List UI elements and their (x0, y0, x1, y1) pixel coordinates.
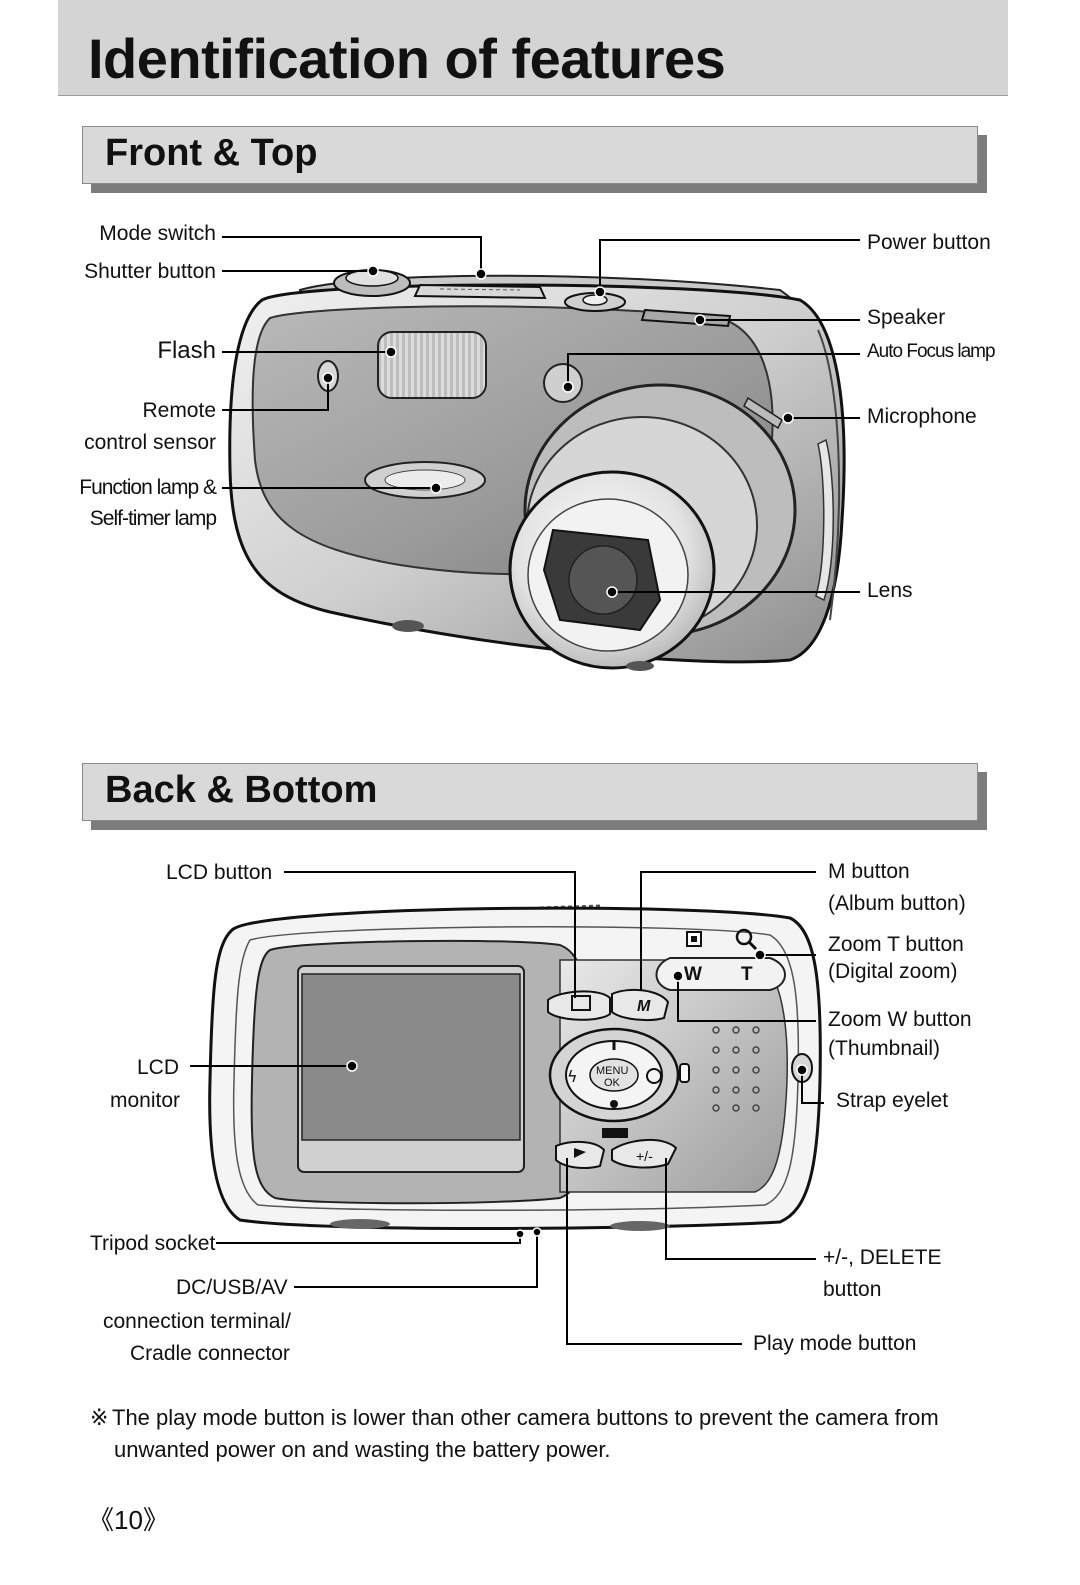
page-title: Identification of features (88, 27, 726, 90)
label-m-button-line1: M button (828, 860, 910, 883)
zoom-t-label: T (741, 964, 753, 985)
page-number: 《10》 (88, 1505, 169, 1535)
note-line1: The play mode button is lower than other… (112, 1405, 939, 1430)
label-zoom-w-line2: (Thumbnail) (828, 1037, 941, 1060)
label-mode-switch: Mode switch (99, 222, 216, 245)
label-dc-usb-av-line2: connection terminal/ (103, 1310, 291, 1333)
label-tripod-socket: Tripod socket (90, 1232, 216, 1255)
back-camera-drawing: W T M MENU OK ϟ +/- (208, 904, 822, 1231)
back-leader-dots (346, 949, 808, 1239)
label-remote-sensor-line2: control sensor (84, 431, 216, 454)
label-function-lamp-line2: Self-timer lamp (89, 507, 217, 530)
plus-minus-glyph: +/- (636, 1148, 653, 1164)
label-lens: Lens (867, 579, 913, 602)
speaker-grille (712, 1026, 760, 1112)
label-m-button-line2: (Album button) (828, 892, 966, 915)
footnote: ※The play mode button is lower than othe… (90, 1402, 940, 1466)
label-shutter-button: Shutter button (84, 260, 216, 283)
section-title-front-top: Front & Top (105, 132, 318, 174)
m-button-glyph: M (637, 998, 651, 1015)
front-leader-dots (322, 265, 794, 598)
zoom-w-label: W (684, 964, 702, 985)
section-header-back-bottom: Back & Bottom (82, 763, 978, 821)
note-line2: unwanted power on and wasting the batter… (114, 1437, 611, 1462)
label-delete-button-line1: +/-, DELETE (823, 1246, 942, 1269)
front-camera-drawing (228, 269, 846, 671)
label-lcd-button: LCD button (166, 861, 273, 884)
ok-label: OK (604, 1077, 621, 1089)
label-function-lamp-line1: Function lamp & (79, 476, 217, 499)
label-strap-eyelet: Strap eyelet (836, 1089, 949, 1112)
label-remote-sensor-line1: Remote (142, 399, 216, 422)
label-microphone: Microphone (867, 405, 977, 428)
label-flash: Flash (157, 337, 216, 364)
label-speaker: Speaker (867, 306, 946, 329)
label-lcd-monitor-line2: monitor (110, 1089, 181, 1112)
label-zoom-t-line1: Zoom T button (828, 933, 964, 956)
label-lcd-monitor-line1: LCD (137, 1056, 180, 1079)
flash-icon: ϟ (567, 1067, 578, 1086)
label-zoom-w-line1: Zoom W button (828, 1008, 972, 1031)
section-header-front-top: Front & Top (82, 126, 978, 184)
note-mark: ※ (90, 1405, 109, 1430)
label-delete-button-line2: button (823, 1278, 882, 1301)
label-power-button: Power button (867, 231, 991, 254)
label-zoom-t-line2: (Digital zoom) (828, 960, 958, 983)
title-bar: Identification of features (58, 0, 1008, 96)
menu-label: MENU (596, 1065, 628, 1077)
section-title-back-bottom: Back & Bottom (105, 769, 378, 811)
front-leader-lines (222, 236, 860, 593)
label-dc-usb-av-line3: Cradle connector (130, 1342, 290, 1365)
label-dc-usb-av-line1: DC/USB/AV (176, 1276, 288, 1299)
label-auto-focus-lamp: Auto Focus lamp (867, 341, 996, 362)
label-play-mode-button: Play mode button (753, 1332, 917, 1355)
